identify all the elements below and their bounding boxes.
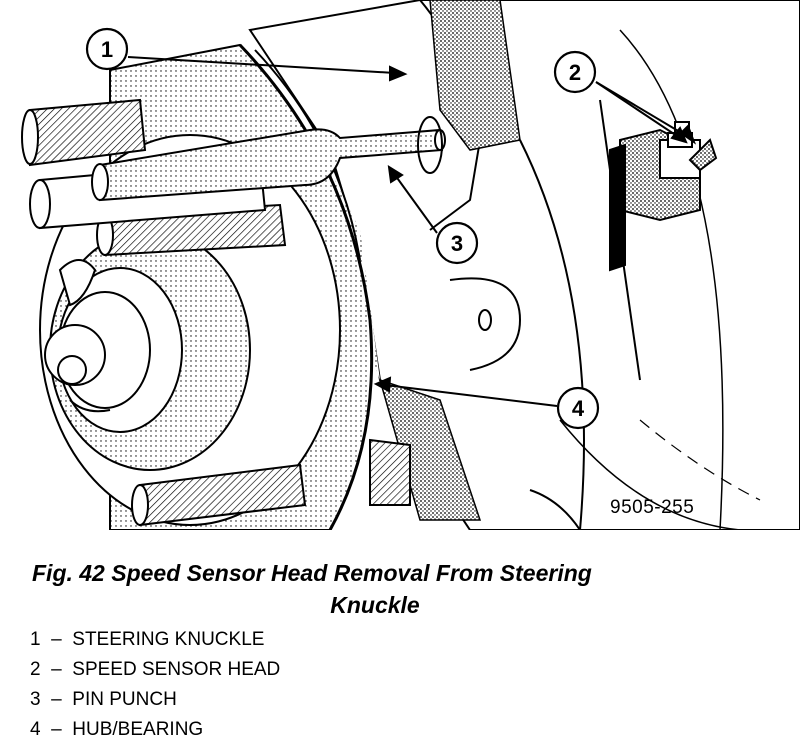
caption-line-1: Fig. 42 Speed Sensor Head Removal From S… xyxy=(32,560,592,586)
legend-item: 1 – STEERING KNUCKLE xyxy=(30,625,280,655)
callout-3-leader xyxy=(394,174,438,234)
legend-number: 4 xyxy=(30,719,41,740)
caption-line-2: Knuckle xyxy=(330,592,420,618)
legend-separator: – xyxy=(51,719,62,740)
legend-item: 4 – HUB/BEARING xyxy=(30,715,280,745)
callout-2-leader-b xyxy=(595,81,691,139)
legend-separator: – xyxy=(51,659,62,680)
knuckle-shading xyxy=(429,0,521,151)
callout-3-circle xyxy=(435,221,479,265)
legend-number: 2 xyxy=(30,659,41,680)
legend-separator: – xyxy=(51,689,62,710)
callout-4-leader xyxy=(384,384,558,407)
callout-1-number: 1 xyxy=(101,37,113,62)
legend-number: 1 xyxy=(30,629,41,650)
knuckle-bore xyxy=(417,116,443,174)
legend-item: 2 – SPEED SENSOR HEAD xyxy=(30,655,280,685)
callout-2-arrowhead-b xyxy=(679,124,697,145)
hub-knuckle-illustration: 1 2 3 4 xyxy=(21,0,800,530)
legend-label: PIN PUNCH xyxy=(72,689,177,710)
figure-caption: Fig. 42 Speed Sensor Head Removal From S… xyxy=(0,557,750,621)
legend-separator: – xyxy=(51,629,62,650)
figure-id-label: 9505-255 xyxy=(610,497,695,518)
callout-2-circle xyxy=(553,50,597,94)
callout-1-leader xyxy=(127,56,396,74)
legend-number: 3 xyxy=(30,689,41,710)
legend-label: STEERING KNUCKLE xyxy=(72,629,265,650)
callout-4-circle xyxy=(556,386,600,430)
callout-legend: 1 – STEERING KNUCKLE 2 – SPEED SENSOR HE… xyxy=(30,625,280,745)
legend-label: SPEED SENSOR HEAD xyxy=(72,659,281,680)
legend-item: 3 – PIN PUNCH xyxy=(30,685,280,715)
callout-1-circle xyxy=(85,27,129,71)
speed-sensor-head xyxy=(609,121,718,272)
callout-4-arrowhead xyxy=(373,376,392,393)
callout-1-arrowhead xyxy=(389,65,408,82)
callout-4-number: 4 xyxy=(572,396,585,421)
callout-2-number: 2 xyxy=(569,60,581,85)
callout-3-arrowhead xyxy=(387,165,404,184)
legend-label: HUB/BEARING xyxy=(72,719,204,740)
callout-3-number: 3 xyxy=(451,231,463,256)
